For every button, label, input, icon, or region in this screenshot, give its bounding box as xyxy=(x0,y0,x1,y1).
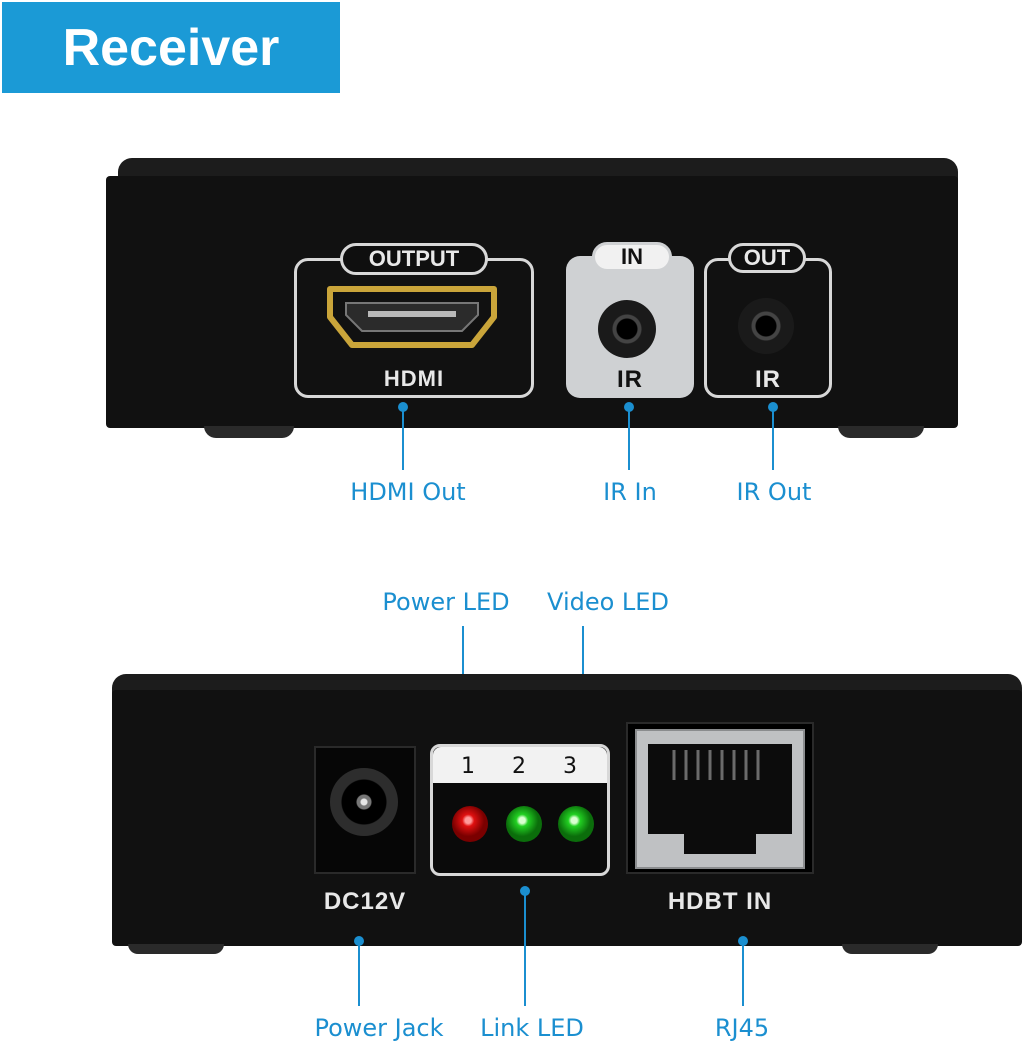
led-number-1: 1 xyxy=(461,754,475,779)
rj45-callout: RJ45 xyxy=(714,1014,770,1042)
link-led-pointer-line xyxy=(524,894,526,1006)
led-number-3: 3 xyxy=(563,754,577,779)
power-led-light xyxy=(452,806,488,842)
ir-in-pointer-dot xyxy=(624,402,634,412)
led-number-strip xyxy=(433,747,607,783)
out-tag: OUT xyxy=(728,243,806,273)
rj45-port-icon xyxy=(635,729,805,869)
power-led-pointer-line xyxy=(462,626,464,720)
in-tag: IN xyxy=(592,242,672,272)
output-tag: OUTPUT xyxy=(340,243,488,275)
ir-in-jack xyxy=(598,300,656,358)
top-device-foot-right xyxy=(838,426,924,438)
bottom-device-foot-left xyxy=(128,944,224,954)
bottom-device-foot-right xyxy=(842,944,938,954)
hdmi-out-callout: HDMI Out xyxy=(350,478,466,506)
power-jack-pointer-dot xyxy=(354,936,364,946)
ir-out-pointer-line xyxy=(772,410,774,470)
power-jack-callout: Power Jack xyxy=(314,1014,444,1042)
hdmi-out-pointer-line xyxy=(402,410,404,470)
dc-jack-socket xyxy=(330,768,398,836)
rj45-pointer-dot xyxy=(738,936,748,946)
hdmi-out-pointer-dot xyxy=(398,402,408,412)
link-led-pointer-dot xyxy=(520,886,530,896)
power-led-callout: Power LED xyxy=(382,588,510,616)
video-led-light xyxy=(558,806,594,842)
link-led-callout: Link LED xyxy=(480,1014,584,1042)
in-label: IN xyxy=(621,244,643,269)
hdmi-label: HDMI xyxy=(383,366,445,391)
out-label: OUT xyxy=(743,245,791,270)
receiver-banner: Receiver xyxy=(2,2,340,93)
led-number-2: 2 xyxy=(512,754,526,779)
banner-title: Receiver xyxy=(62,18,280,77)
hdmi-port-icon xyxy=(327,286,497,348)
top-device-foot-left xyxy=(204,426,294,438)
output-label: OUTPUT xyxy=(368,246,460,271)
hdbt-in-label: HDBT IN xyxy=(667,888,773,915)
video-led-pointer-line xyxy=(582,626,584,720)
link-led-light xyxy=(506,806,542,842)
power-jack-pointer-line xyxy=(358,944,360,1006)
ir-in-callout: IR In xyxy=(603,478,657,506)
video-led-callout: Video LED xyxy=(547,588,669,616)
ir-out-label: IR xyxy=(755,366,781,393)
ir-in-label: IR xyxy=(617,366,643,393)
ir-out-callout: IR Out xyxy=(736,478,812,506)
ir-out-pointer-dot xyxy=(768,402,778,412)
dc12v-label: DC12V xyxy=(323,888,407,915)
ir-in-pointer-line xyxy=(628,410,630,470)
ir-out-jack xyxy=(738,298,794,354)
rj45-pointer-line xyxy=(742,944,744,1006)
top-device: OUTPUT HDMI IN IR OUT IR xyxy=(0,0,1024,520)
